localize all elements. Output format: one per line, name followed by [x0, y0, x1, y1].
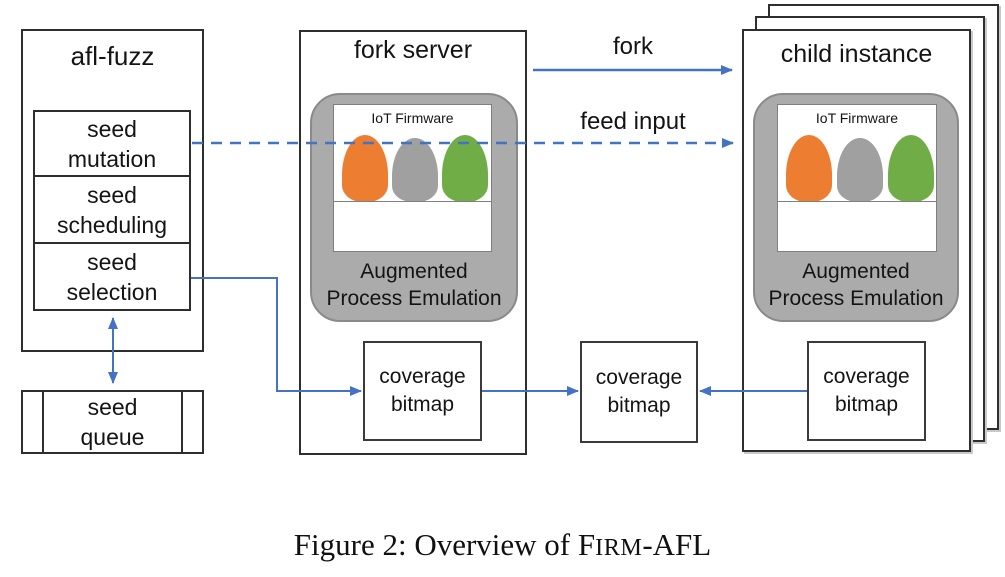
ci-emulation-label: Augmented Process Emulation	[768, 260, 944, 310]
afl-fuzz-title: afl-fuzz	[70, 41, 155, 71]
caption-text-after: -AFL	[642, 527, 712, 562]
seed-queue-box: seed queue	[21, 390, 204, 454]
fs-iot-firmware-label: IoT Firmware	[371, 110, 454, 126]
fs-process-blob-green	[442, 135, 488, 202]
figure-caption: Figure 2: Overview of FIRM-AFL	[0, 527, 1005, 563]
child-instance-title: child instance	[780, 40, 933, 68]
seed-selection-label: seed selection	[66, 248, 158, 305]
coverage-bitmap-box-child: coverage bitmap	[807, 341, 926, 441]
seed-selection-module: seed selection	[33, 242, 191, 311]
fs-emulation-label: Augmented Process Emulation	[326, 260, 502, 310]
ci-process-floor-line	[778, 201, 936, 202]
ci-process-blob-gray	[837, 138, 883, 202]
seed-mutation-module: seed mutation	[33, 110, 191, 177]
fork-arrow-label: fork	[612, 33, 653, 60]
seed-queue-label: seed queue	[80, 394, 145, 450]
fs-process-blob-gray	[392, 138, 438, 202]
seed-scheduling-module: seed scheduling	[33, 175, 191, 244]
feed-input-arrow-label: feed input	[580, 108, 686, 135]
ci-coverage-bitmap-label: coverage bitmap	[823, 365, 910, 416]
ci-process-blob-green	[888, 135, 934, 202]
fs-coverage-bitmap-label: coverage bitmap	[379, 365, 466, 416]
seed-mutation-label: seed mutation	[67, 115, 157, 172]
ci-process-blob-orange	[786, 135, 832, 202]
fs-process-floor-line	[334, 201, 491, 202]
caption-firm-lead: F	[577, 527, 596, 562]
caption-firm-smallcaps: IRM	[595, 534, 643, 561]
caption-text-before: Figure 2: Overview of	[293, 527, 578, 562]
fs-process-blob-orange	[342, 135, 388, 202]
seed-queue-divider-right	[181, 392, 183, 452]
coverage-bitmap-box-shared: coverage bitmap	[580, 341, 698, 443]
seed-scheduling-label: seed scheduling	[57, 181, 167, 238]
fork-server-title: fork server	[353, 36, 473, 64]
ci-iot-firmware-label: IoT Firmware	[815, 110, 899, 126]
coverage-bitmap-box-fork-server: coverage bitmap	[363, 341, 482, 441]
shared-coverage-bitmap-label: coverage bitmap	[595, 366, 683, 417]
seed-queue-divider-left	[42, 392, 44, 452]
